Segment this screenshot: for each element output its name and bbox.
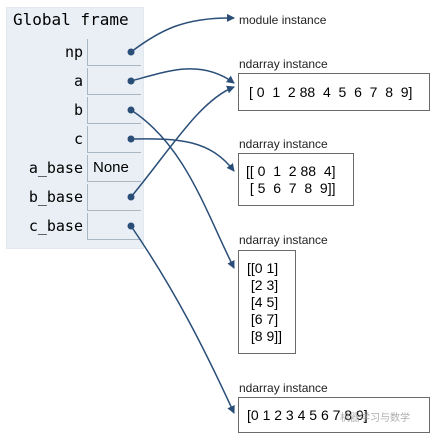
var-name-c-base: c_base (28, 217, 83, 235)
array-base-line-1: [0 1 2 3 4 5 6 7 8 9] (247, 407, 368, 423)
array-b-line-1: [[0 1] (247, 260, 279, 276)
var-name-b: b (73, 101, 83, 119)
var-cell-b-base (87, 184, 141, 211)
var-cell-b (87, 97, 141, 124)
heap-label-array-b: ndarray instance (239, 233, 328, 247)
var-name-a: a (73, 72, 83, 90)
watermark: 机器学习与数学 (340, 413, 410, 424)
heap-label-array-base: ndarray instance (239, 381, 328, 395)
var-name-b-base: b_base (28, 188, 83, 206)
var-cell-a-base (87, 155, 141, 182)
array-a-line-1: [ 0 1 2 88 4 5 6 7 8 9] (249, 84, 413, 100)
arrow-b (130, 109, 235, 269)
array-c-line-1: [[ 0 1 2 88 4] (246, 163, 336, 179)
var-cell-c-base (87, 213, 141, 240)
heap-label-array-a: ndarray instance (239, 57, 328, 71)
array-b-box: [[0 1] [2 3] [4 5] [6 7] [8 9]] (238, 250, 296, 354)
arrow-c (130, 138, 235, 172)
heap-label-module: module instance (239, 13, 327, 27)
var-name-np: np (64, 43, 83, 61)
array-b-line-3: [4 5] (247, 294, 279, 310)
array-c-box: [[ 0 1 2 88 4] [ 5 6 7 8 9]] (238, 153, 354, 206)
var-cell-np (87, 39, 141, 66)
array-a-box: [ 0 1 2 88 4 5 6 7 8 9] (238, 73, 430, 111)
arrow-np (130, 13, 235, 53)
global-frame (6, 7, 144, 249)
var-name-a-base: a_base (28, 159, 83, 177)
var-cell-c (87, 126, 141, 153)
arrow-a (130, 68, 235, 84)
arrow-c-base (130, 225, 235, 414)
var-cell-a (87, 68, 141, 95)
array-base-box: [0 1 2 3 4 5 6 7 8 9] (238, 397, 430, 433)
var-value-a-base: None (93, 159, 129, 176)
array-c-line-2: [ 5 6 7 8 9]] (246, 180, 336, 196)
var-name-c: c (73, 130, 83, 148)
arrow-b-base (130, 85, 235, 198)
array-b-line-2: [2 3] (247, 277, 279, 293)
array-b-line-5: [8 9]] (247, 328, 283, 344)
frame-title: Global frame (13, 10, 129, 29)
heap-label-array-c: ndarray instance (239, 137, 328, 151)
array-b-line-4: [6 7] (247, 311, 279, 327)
